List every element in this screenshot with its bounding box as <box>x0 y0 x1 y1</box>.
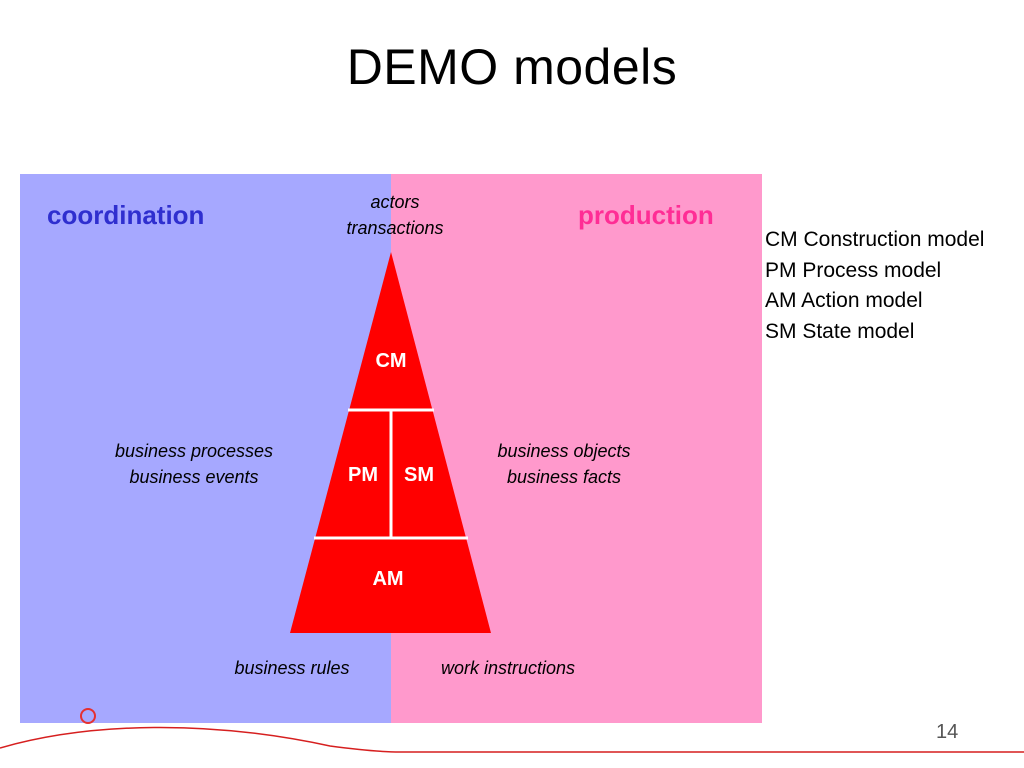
transactions-text: transactions <box>346 218 444 238</box>
logo-icon <box>80 708 96 724</box>
legend-item-pm: PM Process model <box>765 258 942 282</box>
actors-text: actors <box>370 192 420 212</box>
legend-item-sm: SM State model <box>765 319 915 343</box>
legend-item-cm: CM Construction model <box>765 228 985 251</box>
model-legend: CM Construction model PM Process model A… <box>765 225 984 347</box>
work-instructions-text: work instructions <box>440 658 576 678</box>
pm-label: PM <box>348 464 378 486</box>
business-facts-text: business facts <box>506 467 622 487</box>
sm-label: SM <box>404 464 434 486</box>
right-middle-annotation: business objects business facts <box>454 438 674 490</box>
business-events-text: business events <box>129 467 259 487</box>
am-label: AM <box>372 568 403 590</box>
legend-item-am: AM Action model <box>765 289 923 312</box>
business-objects-text: business objects <box>497 441 631 461</box>
coordination-label: coordination <box>47 200 205 230</box>
page-number: 14 <box>936 721 959 743</box>
footer-curve-line <box>0 726 1024 753</box>
top-annotation: actors transactions <box>320 189 470 241</box>
slide-title: DEMO models <box>346 39 678 95</box>
cm-label: CM <box>375 350 406 372</box>
left-middle-annotation: business processes business events <box>84 438 304 490</box>
production-label: production <box>578 200 714 230</box>
business-processes-text: business processes <box>114 441 274 461</box>
business-rules-text: business rules <box>234 658 350 678</box>
